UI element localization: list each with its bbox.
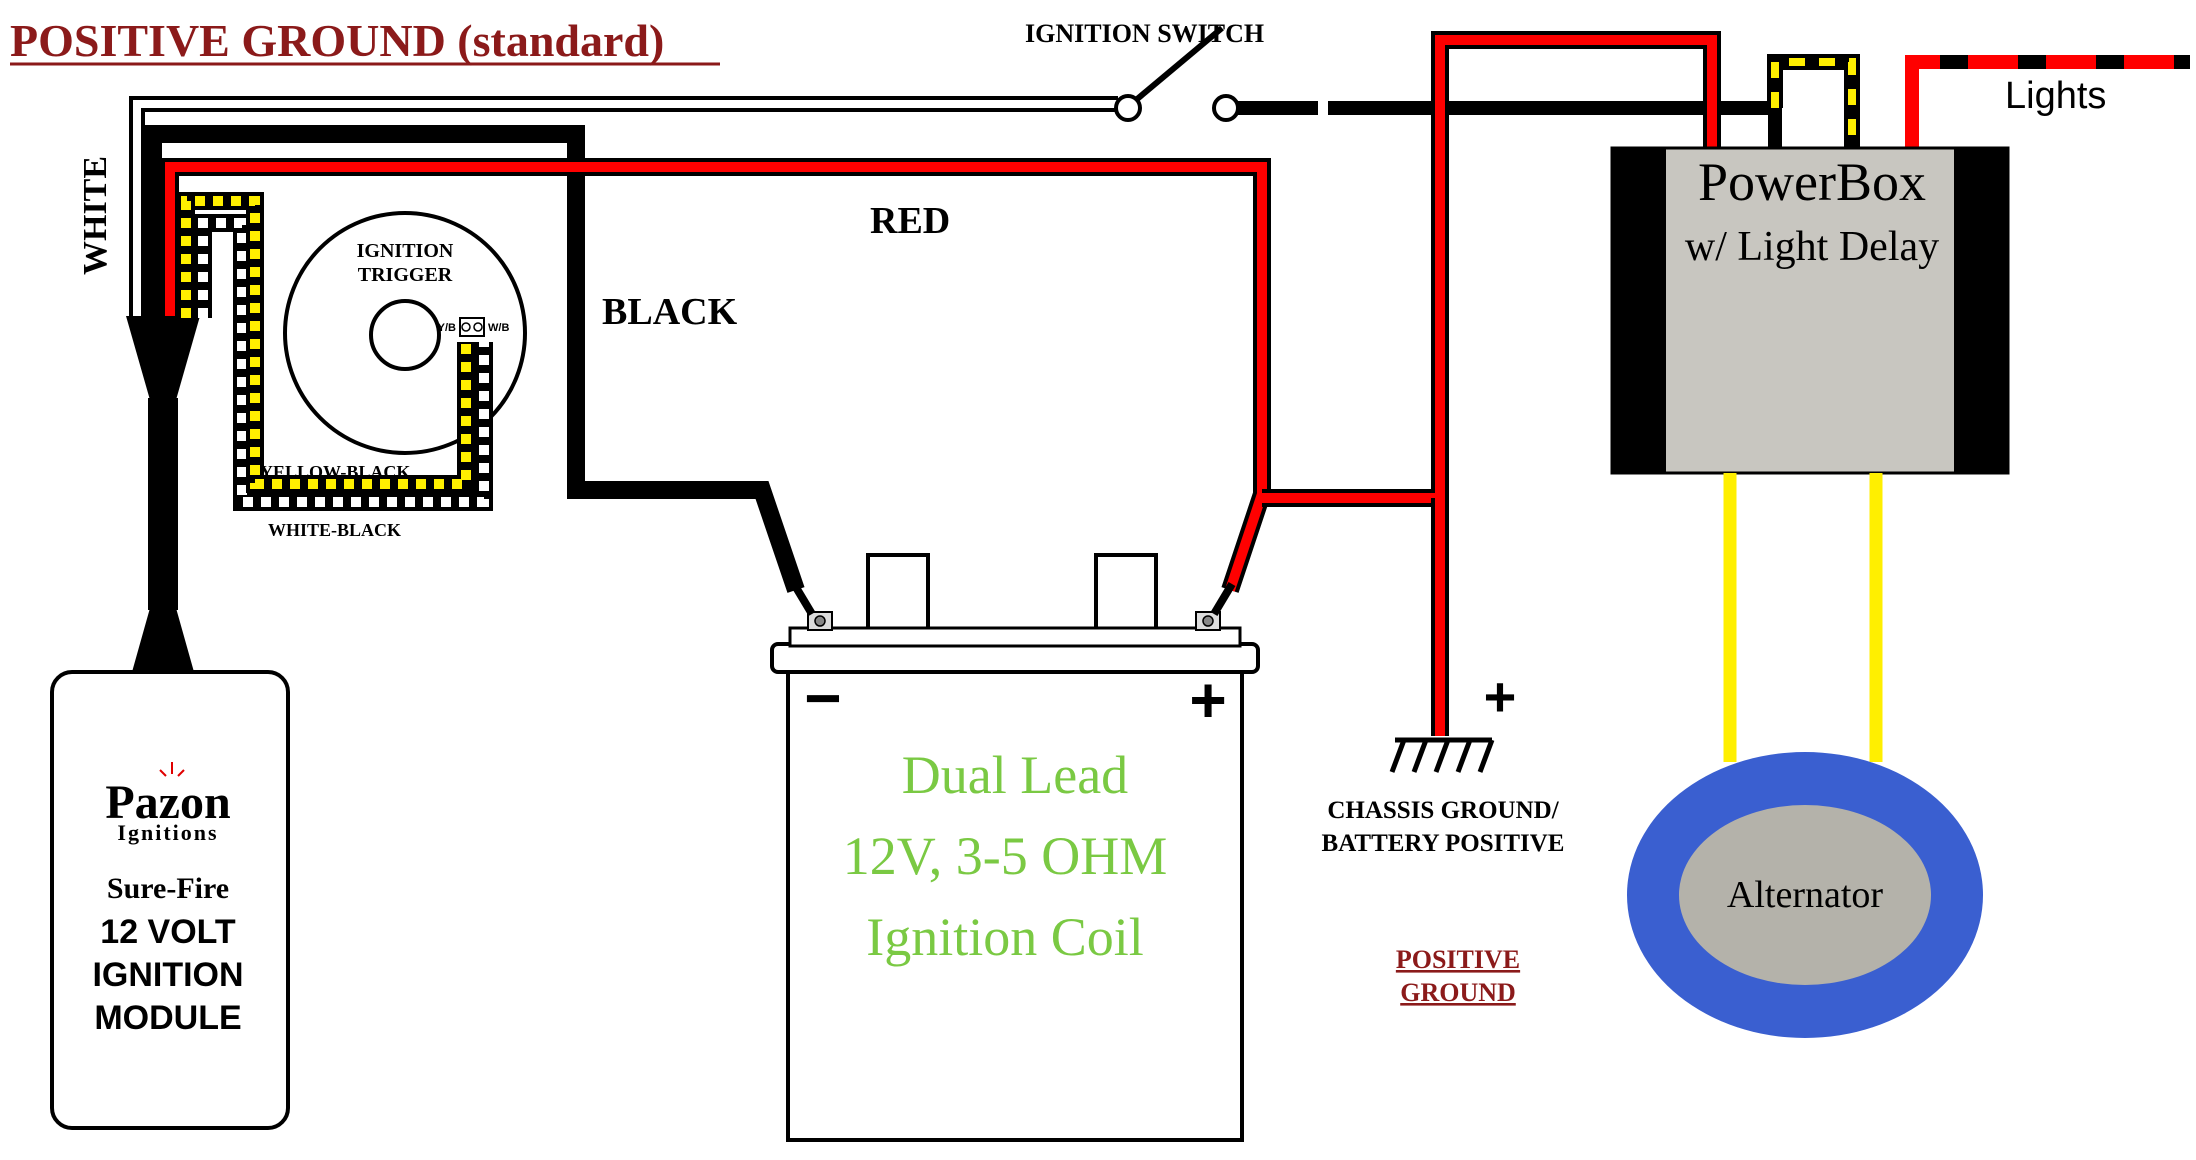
module-line3: IGNITION [92, 956, 243, 994]
red-wire [161, 158, 1271, 593]
ignition-coil: − + Dual Lead 12V, 3-5 OHM Ignition Coil [770, 553, 1260, 1142]
ignition-switch-lever [1134, 25, 1224, 103]
coil-plus-sign: + [1189, 664, 1226, 736]
coil-line3: Ignition Coil [866, 907, 1144, 967]
coil-cap-top [788, 626, 1242, 648]
coil-post-right [1094, 553, 1158, 632]
powerbox-left-cap [1612, 148, 1666, 473]
module-brand-spark-icon [159, 762, 185, 777]
coil-post-left [866, 553, 930, 632]
yellow-black-label: YELLOW-BLACK [260, 462, 410, 482]
coil-cap [770, 642, 1260, 674]
module-brand-sub: Ignitions [117, 820, 218, 845]
white-black-label: WHITE-BLACK [268, 520, 401, 540]
module-brand: Pazon [105, 776, 230, 829]
black-wire [144, 125, 805, 593]
coil-negative-lead [790, 581, 816, 617]
coil-body [786, 670, 1244, 1142]
module-cable-boot [126, 316, 200, 400]
powerbox-line1: PowerBox [1698, 152, 1926, 212]
module-cable-connector [132, 608, 194, 672]
white-wire [129, 96, 1118, 318]
chassis-ground-label-line1: CHASSIS GROUND/ [1327, 797, 1559, 824]
powerbox: PowerBox w/ Light Delay [1610, 146, 2010, 475]
yellow-black-wire [177, 192, 475, 493]
module-cable [148, 398, 178, 610]
trigger-yb-label: Y/B [438, 322, 456, 334]
trigger-terminal [459, 317, 485, 337]
ignition-switch-contact-left [1114, 94, 1142, 122]
coil-positive-to-ground-wire [1262, 31, 1721, 736]
page-title: POSITIVE GROUND (standard) [10, 15, 664, 66]
module-body [50, 670, 290, 1130]
white-black-wire [194, 214, 493, 511]
white-label: WHITE [77, 156, 114, 275]
powerbox-line2: w/ Light Delay [1685, 224, 1939, 270]
ignition-switch-contact-right [1212, 94, 1240, 122]
ignition-switch-label: IGNITION SWITCH [1025, 19, 1264, 48]
module-line1: Sure-Fire [107, 872, 229, 905]
ground-plus-sign: + [1484, 665, 1517, 728]
trigger-center-hole [369, 299, 441, 371]
chassis-ground-label-line2: BATTERY POSITIVE [1322, 830, 1565, 857]
black-label: BLACK [602, 291, 738, 333]
trigger-label-line2: TRIGGER [358, 264, 453, 286]
lights-wire [1905, 55, 2190, 148]
coil-terminal-right-icon [1195, 611, 1221, 631]
lights-label: Lights [2005, 75, 2106, 117]
trigger-wb-label: W/B [488, 322, 509, 334]
powerbox-right-cap [1954, 148, 2008, 473]
powerbox-yellow-black-loop [1767, 54, 1860, 148]
trigger-label-line1: IGNITION [357, 240, 454, 262]
coil-terminal-left-icon [807, 611, 833, 631]
alternator: Alternator [1627, 752, 1983, 1038]
alternator-core [1679, 805, 1931, 985]
positive-ground-label-line2: GROUND [1400, 978, 1516, 1007]
coil-minus-sign: − [804, 662, 841, 734]
module-line2: 12 VOLT [100, 913, 236, 951]
coil-positive-lead [1210, 581, 1236, 617]
chassis-ground-icon [1389, 737, 1495, 773]
ignition-module: Pazon Ignitions Sure-Fire 12 VOLT IGNITI… [50, 670, 290, 1130]
module-line4: MODULE [94, 999, 241, 1037]
red-label: RED [870, 200, 950, 242]
alternator-label: Alternator [1727, 874, 1884, 916]
positive-ground-label-line1: POSITIVE [1396, 945, 1520, 974]
coil-line2: 12V, 3-5 OHM [843, 826, 1168, 886]
coil-line1: Dual Lead [902, 745, 1128, 805]
